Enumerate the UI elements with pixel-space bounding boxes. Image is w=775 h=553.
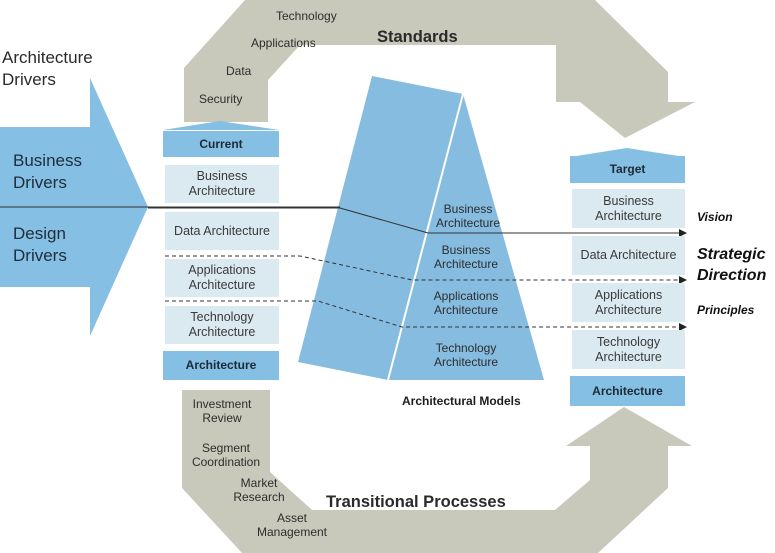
principles-line: [165, 300, 687, 331]
standards-item-data: Data: [226, 64, 252, 78]
current-row-data: Data Architecture: [165, 212, 279, 250]
prism-side-face: [388, 94, 544, 380]
standards-item-security: Security: [199, 92, 243, 106]
principles-label: Principles: [697, 303, 755, 317]
target-header-roof: [570, 148, 685, 157]
design-drivers-label: Design Drivers: [13, 224, 67, 265]
vision-label: Vision: [697, 210, 733, 224]
model-layer-applications: Applications Architecture: [433, 289, 499, 317]
prism-edge: [387, 93, 464, 381]
model-layer-business-1: Business Architecture: [435, 202, 501, 230]
current-header-roof: [163, 121, 279, 130]
transitional-item-asset: Asset Management: [256, 511, 328, 539]
standards-item-technology: Technology: [276, 9, 337, 23]
transitional-item-investment: Investment Review: [192, 397, 252, 425]
transitional-title: Transitional Processes: [326, 493, 506, 511]
target-row-technology: Technology Architecture: [572, 330, 685, 369]
model-layer-business-2: Business Architecture: [433, 243, 499, 271]
target-footer: Architecture: [570, 376, 685, 406]
architecture-drivers-title: Architecture Drivers: [2, 48, 93, 89]
standards-item-applications: Applications: [251, 36, 316, 50]
current-row-technology: Technology Architecture: [165, 306, 279, 344]
standards-title: Standards: [377, 28, 458, 46]
transitional-arrow: [182, 390, 692, 553]
business-drivers-label: Business Drivers: [13, 151, 82, 192]
strategic-line: [165, 255, 687, 284]
transitional-item-market: Market Research: [233, 476, 285, 504]
current-footer: Architecture: [163, 351, 279, 380]
current-row-business: Business Architecture: [165, 165, 279, 203]
target-row-business: Business Architecture: [572, 189, 685, 228]
standards-arrow: [184, 0, 695, 138]
model-layer-technology: Technology Architecture: [433, 341, 499, 369]
strategic-direction-label: Strategic Direction: [697, 246, 767, 284]
current-header: Current: [163, 131, 279, 157]
transitional-item-segment: Segment Coordination: [191, 441, 261, 469]
current-row-applications: Applications Architecture: [165, 259, 279, 297]
target-header: Target: [570, 156, 685, 183]
target-row-applications: Applications Architecture: [572, 283, 685, 322]
vision-line: [148, 207, 687, 237]
target-row-data: Data Architecture: [572, 236, 685, 275]
prism-front-face: [298, 76, 463, 380]
architectural-models-caption: Architectural Models: [402, 394, 521, 408]
